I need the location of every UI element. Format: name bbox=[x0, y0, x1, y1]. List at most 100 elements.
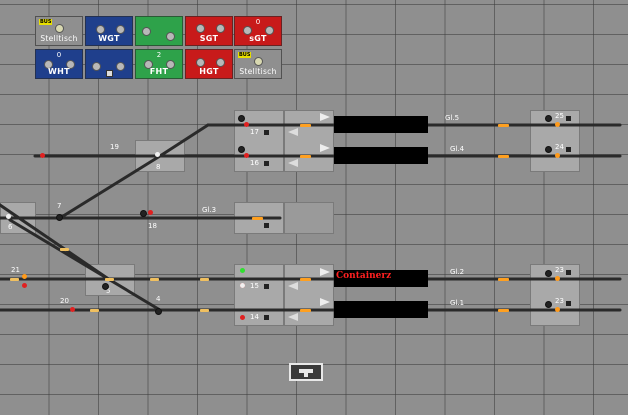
signal-button[interactable] bbox=[566, 116, 571, 121]
signal-button[interactable] bbox=[264, 315, 269, 320]
track-lamp bbox=[300, 155, 311, 158]
signal-light[interactable] bbox=[238, 115, 245, 122]
blue-group-button[interactable] bbox=[85, 49, 133, 79]
signal-light[interactable] bbox=[545, 301, 552, 308]
signal-light[interactable] bbox=[545, 146, 552, 153]
signal-button[interactable] bbox=[264, 161, 269, 166]
tool-icon-shape bbox=[299, 369, 313, 373]
signal-light[interactable] bbox=[240, 283, 245, 288]
wgt-button[interactable]: WGT bbox=[85, 16, 133, 46]
signal-button[interactable] bbox=[264, 223, 269, 228]
track-lamp bbox=[105, 278, 114, 281]
signal-light[interactable] bbox=[22, 274, 27, 279]
signal-number: 7 bbox=[57, 202, 62, 210]
signal-light[interactable] bbox=[555, 153, 560, 158]
track-label-gl4: Gl.4 bbox=[450, 145, 465, 153]
signal-button[interactable] bbox=[566, 147, 571, 152]
signal-number: 20 bbox=[60, 297, 69, 305]
button-label: SGT bbox=[199, 34, 219, 43]
bus-badge: BUS bbox=[238, 52, 252, 58]
button-counter: 2 bbox=[156, 51, 162, 59]
switch-light[interactable] bbox=[102, 283, 109, 290]
signal-panel-17-16 bbox=[234, 110, 284, 172]
occupied-block-gl5 bbox=[334, 116, 428, 133]
button-lamp bbox=[216, 58, 225, 67]
button-lamp bbox=[44, 60, 53, 69]
signal-number: 14 bbox=[250, 313, 259, 321]
signal-light[interactable] bbox=[148, 210, 153, 215]
signal-button[interactable] bbox=[566, 301, 571, 306]
button-lamp bbox=[216, 24, 225, 33]
signal-light[interactable] bbox=[140, 210, 147, 217]
signal-light[interactable] bbox=[555, 122, 560, 127]
signal-light[interactable] bbox=[244, 122, 249, 127]
track-lamp bbox=[300, 278, 311, 281]
button-lamp bbox=[166, 60, 175, 69]
switch-light[interactable] bbox=[56, 214, 63, 221]
signal-light[interactable] bbox=[240, 315, 245, 320]
direction-arrow-right[interactable] bbox=[320, 298, 330, 306]
signal-light[interactable] bbox=[545, 270, 552, 277]
signal-button[interactable] bbox=[264, 130, 269, 135]
signal-light[interactable] bbox=[555, 276, 560, 281]
signal-panel-23 bbox=[530, 264, 580, 326]
track-lamp bbox=[200, 309, 209, 312]
signal-light[interactable] bbox=[40, 153, 45, 158]
signal-light[interactable] bbox=[70, 307, 75, 312]
signal-light[interactable] bbox=[545, 115, 552, 122]
signal-number: 25 bbox=[555, 112, 564, 120]
occupied-block-gl4 bbox=[334, 147, 428, 164]
track-lamp bbox=[498, 278, 509, 281]
wht-button[interactable]: 0 WHT bbox=[35, 49, 83, 79]
s-gt-button[interactable]: 0 sGT bbox=[234, 16, 282, 46]
tool-icon[interactable] bbox=[289, 363, 323, 381]
track-lamp bbox=[300, 309, 311, 312]
tool-icon-stem bbox=[304, 373, 308, 377]
fht-button[interactable]: 2 FHT bbox=[135, 49, 183, 79]
track-lamp bbox=[150, 278, 159, 281]
direction-arrow-right[interactable] bbox=[320, 113, 330, 121]
button-label: Stelltisch bbox=[239, 67, 277, 76]
signal-number: 15 bbox=[250, 282, 259, 290]
signal-button[interactable] bbox=[264, 284, 269, 289]
switch-light[interactable] bbox=[6, 214, 11, 219]
signal-number: 6 bbox=[8, 223, 13, 231]
button-lamp bbox=[254, 57, 263, 66]
green-group-button[interactable] bbox=[135, 16, 183, 46]
signal-light[interactable] bbox=[555, 307, 560, 312]
switch-light[interactable] bbox=[155, 152, 160, 157]
track-lamp bbox=[10, 278, 19, 281]
signal-number: 5 bbox=[106, 287, 111, 295]
button-counter: 0 bbox=[56, 51, 62, 59]
stelltisch-button-bottom[interactable]: BUS Stelltisch bbox=[234, 49, 282, 79]
signal-light[interactable] bbox=[240, 268, 245, 273]
button-label: FHT bbox=[149, 67, 169, 76]
button-lamp bbox=[166, 32, 175, 41]
signal-number: 16 bbox=[250, 159, 259, 167]
signal-light[interactable] bbox=[238, 146, 245, 153]
signal-number: 23 bbox=[555, 266, 564, 274]
direction-arrow-right[interactable] bbox=[320, 268, 330, 276]
signal-number: 19 bbox=[110, 143, 119, 151]
direction-arrow-right[interactable] bbox=[320, 144, 330, 152]
signal-button[interactable] bbox=[566, 270, 571, 275]
signal-light[interactable] bbox=[22, 283, 27, 288]
stelltisch-button-top[interactable]: BUS Stelltisch bbox=[35, 16, 83, 46]
direction-arrow-left[interactable] bbox=[288, 128, 298, 136]
button-lamp bbox=[243, 26, 252, 35]
track-label-gl3: Gl.3 bbox=[202, 206, 217, 214]
track-lamp bbox=[252, 217, 263, 220]
sgt-button[interactable]: SGT bbox=[185, 16, 233, 46]
occupied-block-gl2 bbox=[334, 270, 428, 287]
signal-light[interactable] bbox=[244, 153, 249, 158]
track-label-gl2: Gl.2 bbox=[450, 268, 465, 276]
hgt-button[interactable]: HGT bbox=[185, 49, 233, 79]
track-lamp bbox=[498, 309, 509, 312]
direction-arrow-left[interactable] bbox=[288, 159, 298, 167]
switch-light[interactable] bbox=[155, 308, 162, 315]
signal-number: 8 bbox=[156, 163, 161, 171]
button-label: Stelltisch bbox=[40, 34, 78, 43]
direction-arrow-left[interactable] bbox=[288, 313, 298, 321]
direction-arrow-left[interactable] bbox=[288, 282, 298, 290]
